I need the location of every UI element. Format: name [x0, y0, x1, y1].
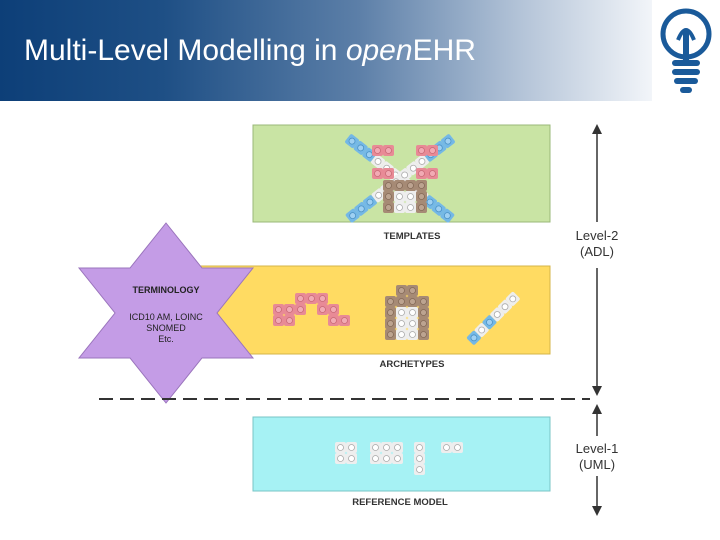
terminology-line-2: SNOMED [146, 323, 186, 333]
archetypes-label: ARCHETYPES [380, 359, 445, 370]
archetypes-box [197, 265, 551, 355]
level-2-title: Level-2 [576, 228, 619, 243]
lightbulb-logo-icon [652, 0, 720, 101]
terminology-title: TERMINOLOGY [133, 285, 200, 295]
reference-model-label: REFERENCE MODEL [352, 497, 448, 508]
level-2-arrow [592, 124, 602, 396]
terminology-line-1: ICD10 AM, LOINC [129, 312, 203, 322]
level-2-subtitle: (ADL) [580, 244, 614, 259]
page-title: Multi-Level Modelling in openEHR [24, 34, 476, 68]
level-1-arrow [592, 404, 602, 516]
title-prefix: Multi-Level Modelling in [24, 34, 346, 67]
terminology-star [77, 222, 255, 404]
title-suffix: EHR [412, 34, 476, 67]
level-1-subtitle: (UML) [579, 457, 615, 472]
title-banner: Multi-Level Modelling in openEHR [0, 0, 652, 101]
templates-label: TEMPLATES [384, 231, 441, 242]
terminology-line-3: Etc. [158, 334, 174, 344]
title-italic: open [345, 34, 413, 67]
level-1-title: Level-1 [576, 441, 619, 456]
